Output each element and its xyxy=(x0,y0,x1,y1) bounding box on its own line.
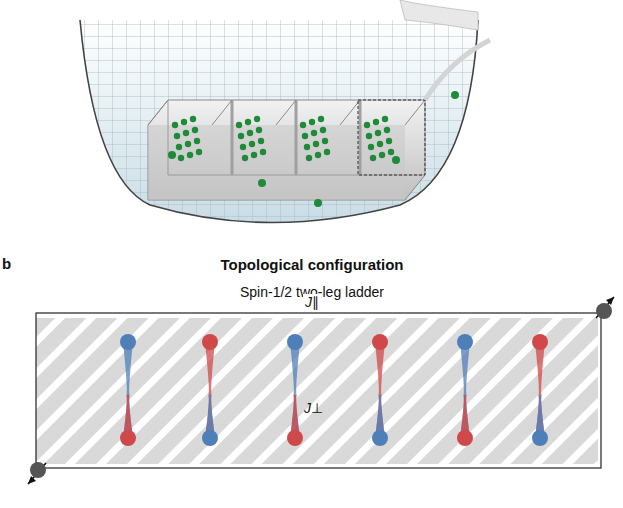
edge-spin xyxy=(28,297,614,484)
coupling-label: J⊥ xyxy=(304,400,323,416)
tweezer-box xyxy=(148,40,490,200)
ladder xyxy=(28,297,614,484)
panel-title: Topological configuration xyxy=(220,256,403,273)
trap-surface xyxy=(70,0,490,240)
panel-letter: b xyxy=(2,255,11,272)
atoms xyxy=(168,91,459,207)
coupling-label: J∥ xyxy=(303,294,321,310)
